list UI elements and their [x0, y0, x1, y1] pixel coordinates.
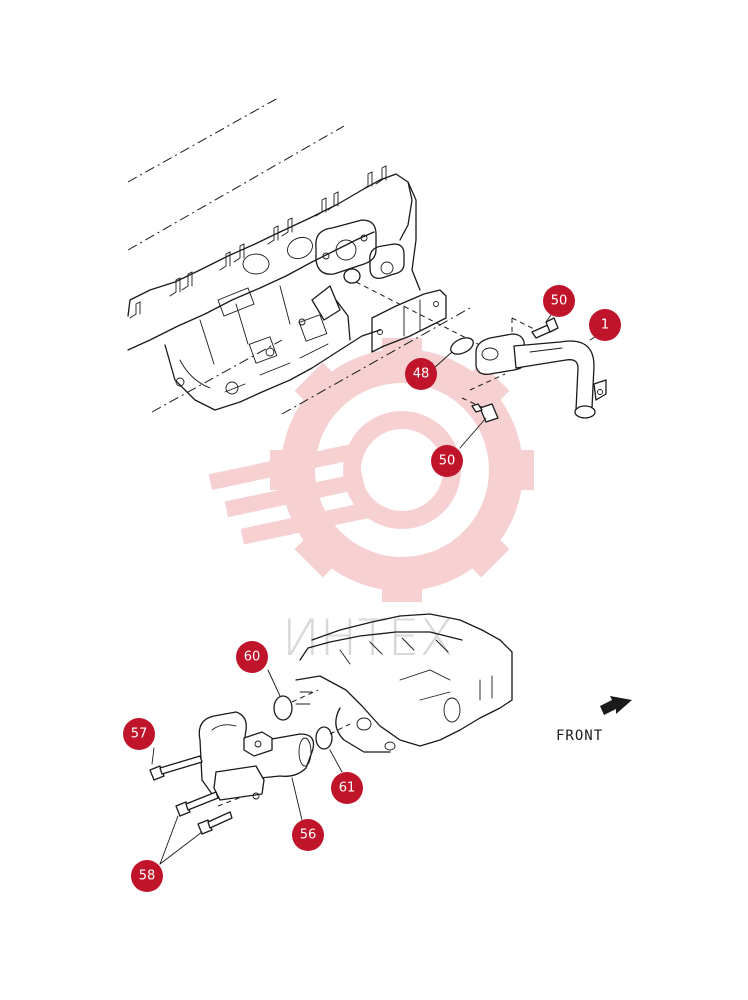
- callout-48[interactable]: 48: [405, 358, 437, 390]
- svg-text:56: 56: [300, 828, 317, 843]
- svg-text:50: 50: [551, 294, 568, 309]
- svg-text:50: 50: [439, 454, 456, 469]
- svg-text:48: 48: [413, 367, 430, 382]
- water-pipe-lower: [149, 669, 351, 865]
- watermark-text: ИНТЕХ: [282, 609, 454, 667]
- bolt-57: [149, 755, 203, 781]
- bolt-58-upper: [175, 791, 219, 817]
- svg-text:57: 57: [131, 727, 148, 742]
- gasket-48: [450, 337, 474, 355]
- o-ring-61: [315, 726, 333, 750]
- engine-block-upper: [127, 97, 471, 415]
- water-pipe-upper: [355, 281, 607, 449]
- o-ring-60: [273, 695, 293, 721]
- svg-text:58: 58: [139, 869, 156, 884]
- bolt-50-top: [531, 317, 559, 339]
- callout-1[interactable]: 1: [589, 309, 621, 341]
- bolt-58-lower: [197, 811, 233, 835]
- svg-text:60: 60: [244, 650, 261, 665]
- front-arrow-icon: [600, 696, 632, 715]
- callout-60[interactable]: 60: [236, 641, 268, 673]
- callout-61[interactable]: 61: [331, 772, 363, 804]
- engine-block-lower: [295, 613, 513, 753]
- bolt-50-mid: [471, 403, 499, 423]
- callout-50-top[interactable]: 50: [543, 285, 575, 317]
- svg-text:61: 61: [339, 781, 356, 796]
- callout-50-mid[interactable]: 50: [431, 445, 463, 477]
- callout-56[interactable]: 56: [292, 819, 324, 851]
- watermark-gear-icon: [208, 338, 534, 602]
- front-label: FRONT: [556, 728, 603, 744]
- svg-text:1: 1: [601, 318, 609, 333]
- callout-58[interactable]: 58: [131, 860, 163, 892]
- callout-57[interactable]: 57: [123, 718, 155, 750]
